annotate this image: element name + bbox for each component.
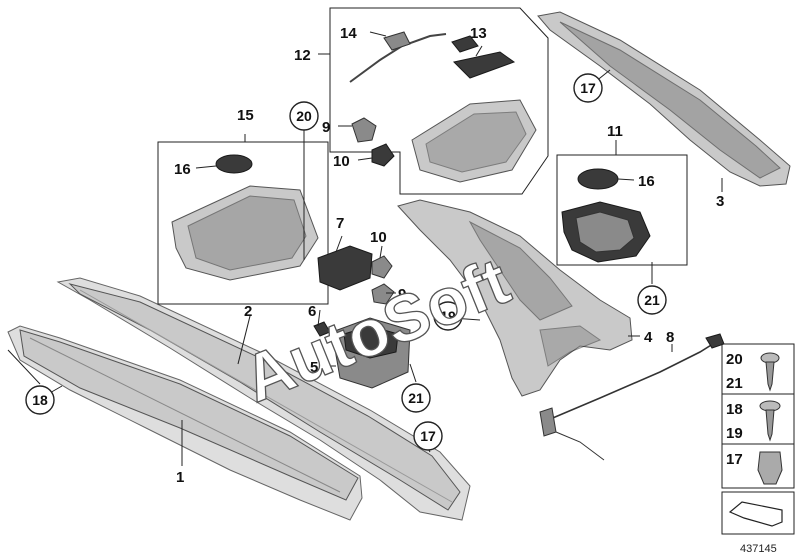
legend-label-17: 17 (726, 451, 743, 468)
callout-3: 3 (716, 193, 724, 210)
callout-16-left: 16 (174, 161, 191, 178)
callout-17-bottom: 17 (420, 428, 436, 444)
group-box-11 (556, 154, 688, 266)
socket-part-9-upper (351, 117, 377, 143)
callout-19: 19 (440, 308, 456, 324)
callout-21-left: 21 (408, 390, 424, 406)
legend-label-20: 20 (726, 351, 743, 368)
callout-9-lower: 9 (398, 286, 406, 303)
screw-icon (760, 352, 780, 392)
cover-disc-part-16-right (577, 168, 619, 190)
callout-17-ring-top (573, 73, 603, 103)
legend-row-17 (721, 443, 795, 489)
callout-19-ring (433, 301, 463, 331)
callout-8: 8 (666, 329, 674, 346)
washer-screw-icon (759, 400, 781, 442)
callout-17-top: 17 (580, 80, 596, 96)
callout-7: 7 (336, 215, 344, 232)
cover-disc-part-16-left (215, 154, 253, 174)
callout-17-ring-bottom (413, 421, 443, 451)
trim-panel-upper-part-2 (56, 277, 471, 521)
callout-21-ring-left (401, 383, 431, 413)
socket-part-10-upper (371, 143, 395, 167)
bin-part-5 (331, 317, 411, 389)
cup-holder-part-11 (561, 201, 651, 263)
trim-panel-lower-part-1 (7, 325, 363, 521)
callout-9-upper: 9 (322, 119, 330, 136)
legend-label-21: 21 (726, 375, 743, 392)
diagram-number: 437145 (740, 543, 777, 555)
callout-20-ring (289, 101, 319, 131)
clip-nut-icon (757, 451, 783, 485)
callout-12: 12 (294, 47, 311, 64)
callout-11: 11 (607, 123, 623, 140)
center-console-part-4 (397, 199, 633, 397)
callout-18-ring (25, 385, 55, 415)
socket-part-9-lower (371, 283, 395, 305)
legend-row-symbol (721, 491, 795, 535)
callout-2: 2 (244, 303, 252, 320)
callout-10-upper: 10 (333, 153, 350, 170)
storage-tray-part-15 (171, 185, 319, 281)
callout-16-right: 16 (638, 173, 655, 190)
callout-5: 5 (310, 359, 318, 376)
callout-4: 4 (644, 329, 653, 346)
group-box-15 (157, 141, 329, 305)
callout-21-right: 21 (644, 292, 660, 308)
callout-6: 6 (308, 303, 316, 320)
connector-part-13 (451, 35, 516, 79)
callout-20: 20 (296, 108, 312, 124)
usb-cable-part-14 (349, 31, 447, 83)
callout-10-lower: 10 (370, 229, 387, 246)
leader-lines (7, 31, 723, 466)
tray-insert-part-12 (411, 99, 537, 183)
callout-18: 18 (32, 392, 48, 408)
callout-15: 15 (237, 107, 254, 124)
callout-21-ring-right (637, 285, 667, 315)
socket-part-10-lower (371, 255, 393, 279)
legend-label-19: 19 (726, 425, 743, 442)
callout-14: 14 (340, 25, 357, 42)
side-trim-panel-part-3 (537, 11, 791, 187)
storage-compartment-part-7 (317, 245, 373, 291)
group-box-12 (329, 7, 549, 195)
callout-13: 13 (470, 25, 487, 42)
arrow-symbol-icon (728, 501, 783, 527)
callout-1: 1 (176, 469, 184, 486)
fastener-legend: 20 21 18 19 17 (721, 343, 795, 535)
legend-label-18: 18 (726, 401, 743, 418)
